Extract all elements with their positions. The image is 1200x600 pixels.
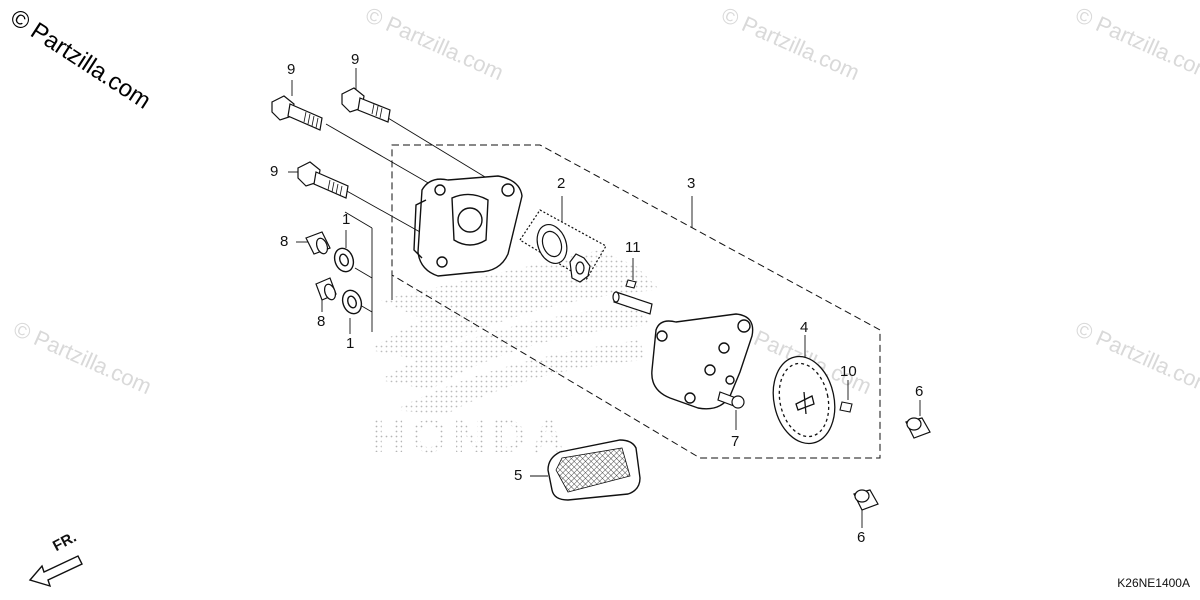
callout-5-strainer: 5 xyxy=(514,467,523,484)
oil-pump-body xyxy=(413,175,523,277)
callout-9-bolt-b: 9 xyxy=(351,51,360,68)
honda-text-watermark: HONDA xyxy=(372,410,571,462)
pump-rotor-set xyxy=(519,209,607,283)
honda-wing-logo-watermark xyxy=(370,250,660,415)
callout-3-pump-assembly: 3 xyxy=(687,175,696,192)
oil-pump-driven-gear xyxy=(772,355,836,445)
o-ring-1a xyxy=(333,247,355,273)
callout-2-rotor: 2 xyxy=(557,175,566,192)
collar-6a xyxy=(905,417,931,439)
pump-cover-plate xyxy=(651,313,754,410)
pin-11 xyxy=(625,279,637,289)
o-ring-1b xyxy=(341,289,363,315)
callout-4-gear: 4 xyxy=(800,319,809,336)
callout-9-bolt-c: 9 xyxy=(270,163,279,180)
callout-11-pin: 11 xyxy=(625,239,641,256)
diagram-code: K26NE1400A xyxy=(1117,576,1190,590)
screw-7 xyxy=(717,391,745,409)
callout-8-dowel-b: 8 xyxy=(317,313,326,330)
callout-7-screw: 7 xyxy=(731,433,740,450)
flange-bolt-9b xyxy=(341,87,391,123)
callout-9-bolt-a: 9 xyxy=(287,61,296,78)
flange-bolt-9c xyxy=(297,161,349,199)
flange-bolt-9a xyxy=(271,95,323,131)
collar-6b xyxy=(853,489,879,511)
leader-lines xyxy=(288,68,921,528)
dowel-pin-8b xyxy=(315,277,337,301)
oil-strainer-screen xyxy=(547,439,641,501)
callout-6-collar-a: 6 xyxy=(915,383,924,400)
callout-10-pin: 10 xyxy=(840,363,857,380)
dowel-pin-8a xyxy=(305,231,331,255)
callout-1-o-ring-a: 1 xyxy=(342,211,351,228)
callout-6-collar-b: 6 xyxy=(857,529,866,546)
callout-1-o-ring-b: 1 xyxy=(346,335,355,352)
pin-10 xyxy=(839,401,853,413)
front-direction-arrow xyxy=(28,555,83,588)
pump-shaft xyxy=(612,291,653,315)
callout-8-dowel-a: 8 xyxy=(280,233,289,250)
